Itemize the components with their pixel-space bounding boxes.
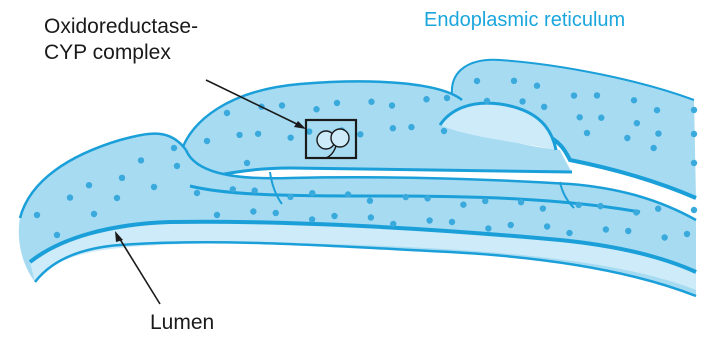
ribosome-dot xyxy=(368,214,374,220)
ribosome-dot xyxy=(244,160,250,166)
complex-label-line1: Oxidoreductase- xyxy=(44,14,198,40)
ribosome-dot xyxy=(661,234,667,240)
complex-label-line2: CYP complex xyxy=(44,40,198,66)
ribosome-dot xyxy=(224,110,230,116)
ribosome-dot xyxy=(54,232,60,238)
ribosome-dot xyxy=(571,92,577,98)
ribosome-dot xyxy=(138,157,144,163)
ribosome-dot xyxy=(86,182,92,188)
ribosome-dot xyxy=(390,221,396,227)
ribosome-dot xyxy=(357,131,363,137)
ribosome-dot xyxy=(174,163,180,169)
ribosome-dot xyxy=(654,107,660,113)
ribosome-dot xyxy=(114,195,120,201)
ribosome-dot xyxy=(540,205,546,211)
ribosome-dot xyxy=(603,226,609,232)
ribosome-dot xyxy=(625,228,631,234)
ribosome-dot xyxy=(566,230,572,236)
ribosome-dot xyxy=(251,187,257,193)
ribosome-dot xyxy=(345,191,351,197)
ribosome-dot xyxy=(691,160,697,166)
ribosome-dot xyxy=(204,138,210,144)
ribosome-dot xyxy=(594,92,600,98)
ribosome-dot xyxy=(279,102,285,108)
ribosome-dot xyxy=(482,198,488,204)
ribosome-dot xyxy=(485,225,491,231)
ribosome-dot xyxy=(368,99,374,105)
ribosome-dot xyxy=(684,231,690,237)
ribosome-dot xyxy=(474,78,480,84)
ribosome-dot xyxy=(624,135,630,141)
ribosome-dot xyxy=(441,128,447,134)
ribosome-dot xyxy=(576,202,582,208)
ribosome-dot xyxy=(534,83,540,89)
ribosome-dot xyxy=(633,209,639,215)
ribosome-dot xyxy=(403,194,409,200)
complex-label: Oxidoreductase- CYP complex xyxy=(44,14,198,67)
ribosome-dot xyxy=(194,190,200,196)
ribosome-dot xyxy=(236,132,242,138)
ribosome-dot xyxy=(518,199,524,205)
ribosome-dot xyxy=(214,212,220,218)
ribosome-dot xyxy=(508,222,514,228)
ribosome-dot xyxy=(598,115,604,121)
ribosome-dot xyxy=(519,98,525,104)
ribosome-dot xyxy=(444,95,450,101)
ribosome-dot xyxy=(655,206,661,212)
ribosome-dot xyxy=(389,102,395,108)
ribosome-dot xyxy=(34,212,40,218)
ribosome-dot xyxy=(313,106,319,112)
ribosome-dot xyxy=(67,194,73,200)
ribosome-dot xyxy=(597,203,603,209)
ribosome-dot xyxy=(424,195,430,201)
ribosome-dot xyxy=(91,211,97,217)
ribosome-dot xyxy=(577,114,583,120)
ribosome-dot xyxy=(544,223,550,229)
ribosome-dot xyxy=(171,145,177,151)
ribosome-dot xyxy=(655,130,661,136)
ribosome-dot xyxy=(390,125,396,131)
ribosome-dot xyxy=(423,96,429,102)
ribosome-dot xyxy=(273,210,279,216)
ribosome-dot xyxy=(255,131,261,137)
ribosome-dot xyxy=(691,107,697,113)
ribosome-dot xyxy=(449,219,455,225)
ribosome-dot xyxy=(287,194,293,200)
lumen-label: Lumen xyxy=(150,310,214,336)
ribosome-dot xyxy=(408,124,414,130)
ribosome-dot xyxy=(250,208,256,214)
ribosome-dot xyxy=(631,97,637,103)
ribosome-dot xyxy=(460,201,466,207)
ribosome-dot xyxy=(334,100,340,106)
ribosome-dot xyxy=(426,217,432,223)
ribosome-dot xyxy=(691,207,697,213)
ribosome-dot xyxy=(119,175,125,181)
ribosome-dot xyxy=(541,104,547,110)
ribosome-dot xyxy=(511,78,517,84)
ribosome-dot xyxy=(309,190,315,196)
er-label: Endoplasmic reticulum xyxy=(424,8,625,33)
ribosome-dot xyxy=(151,184,157,190)
ribosome-dot xyxy=(691,131,697,137)
ribosome-dot xyxy=(584,130,590,136)
ribosome-dot xyxy=(367,198,373,204)
ribosome-dot xyxy=(634,120,640,126)
ribosome-dot xyxy=(331,213,337,219)
ribosome-dot xyxy=(484,98,490,104)
ribosome-dot xyxy=(287,134,293,140)
ribosome-dot xyxy=(650,145,656,151)
ribosome-dot xyxy=(230,186,236,192)
ribosome-dot xyxy=(309,216,315,222)
